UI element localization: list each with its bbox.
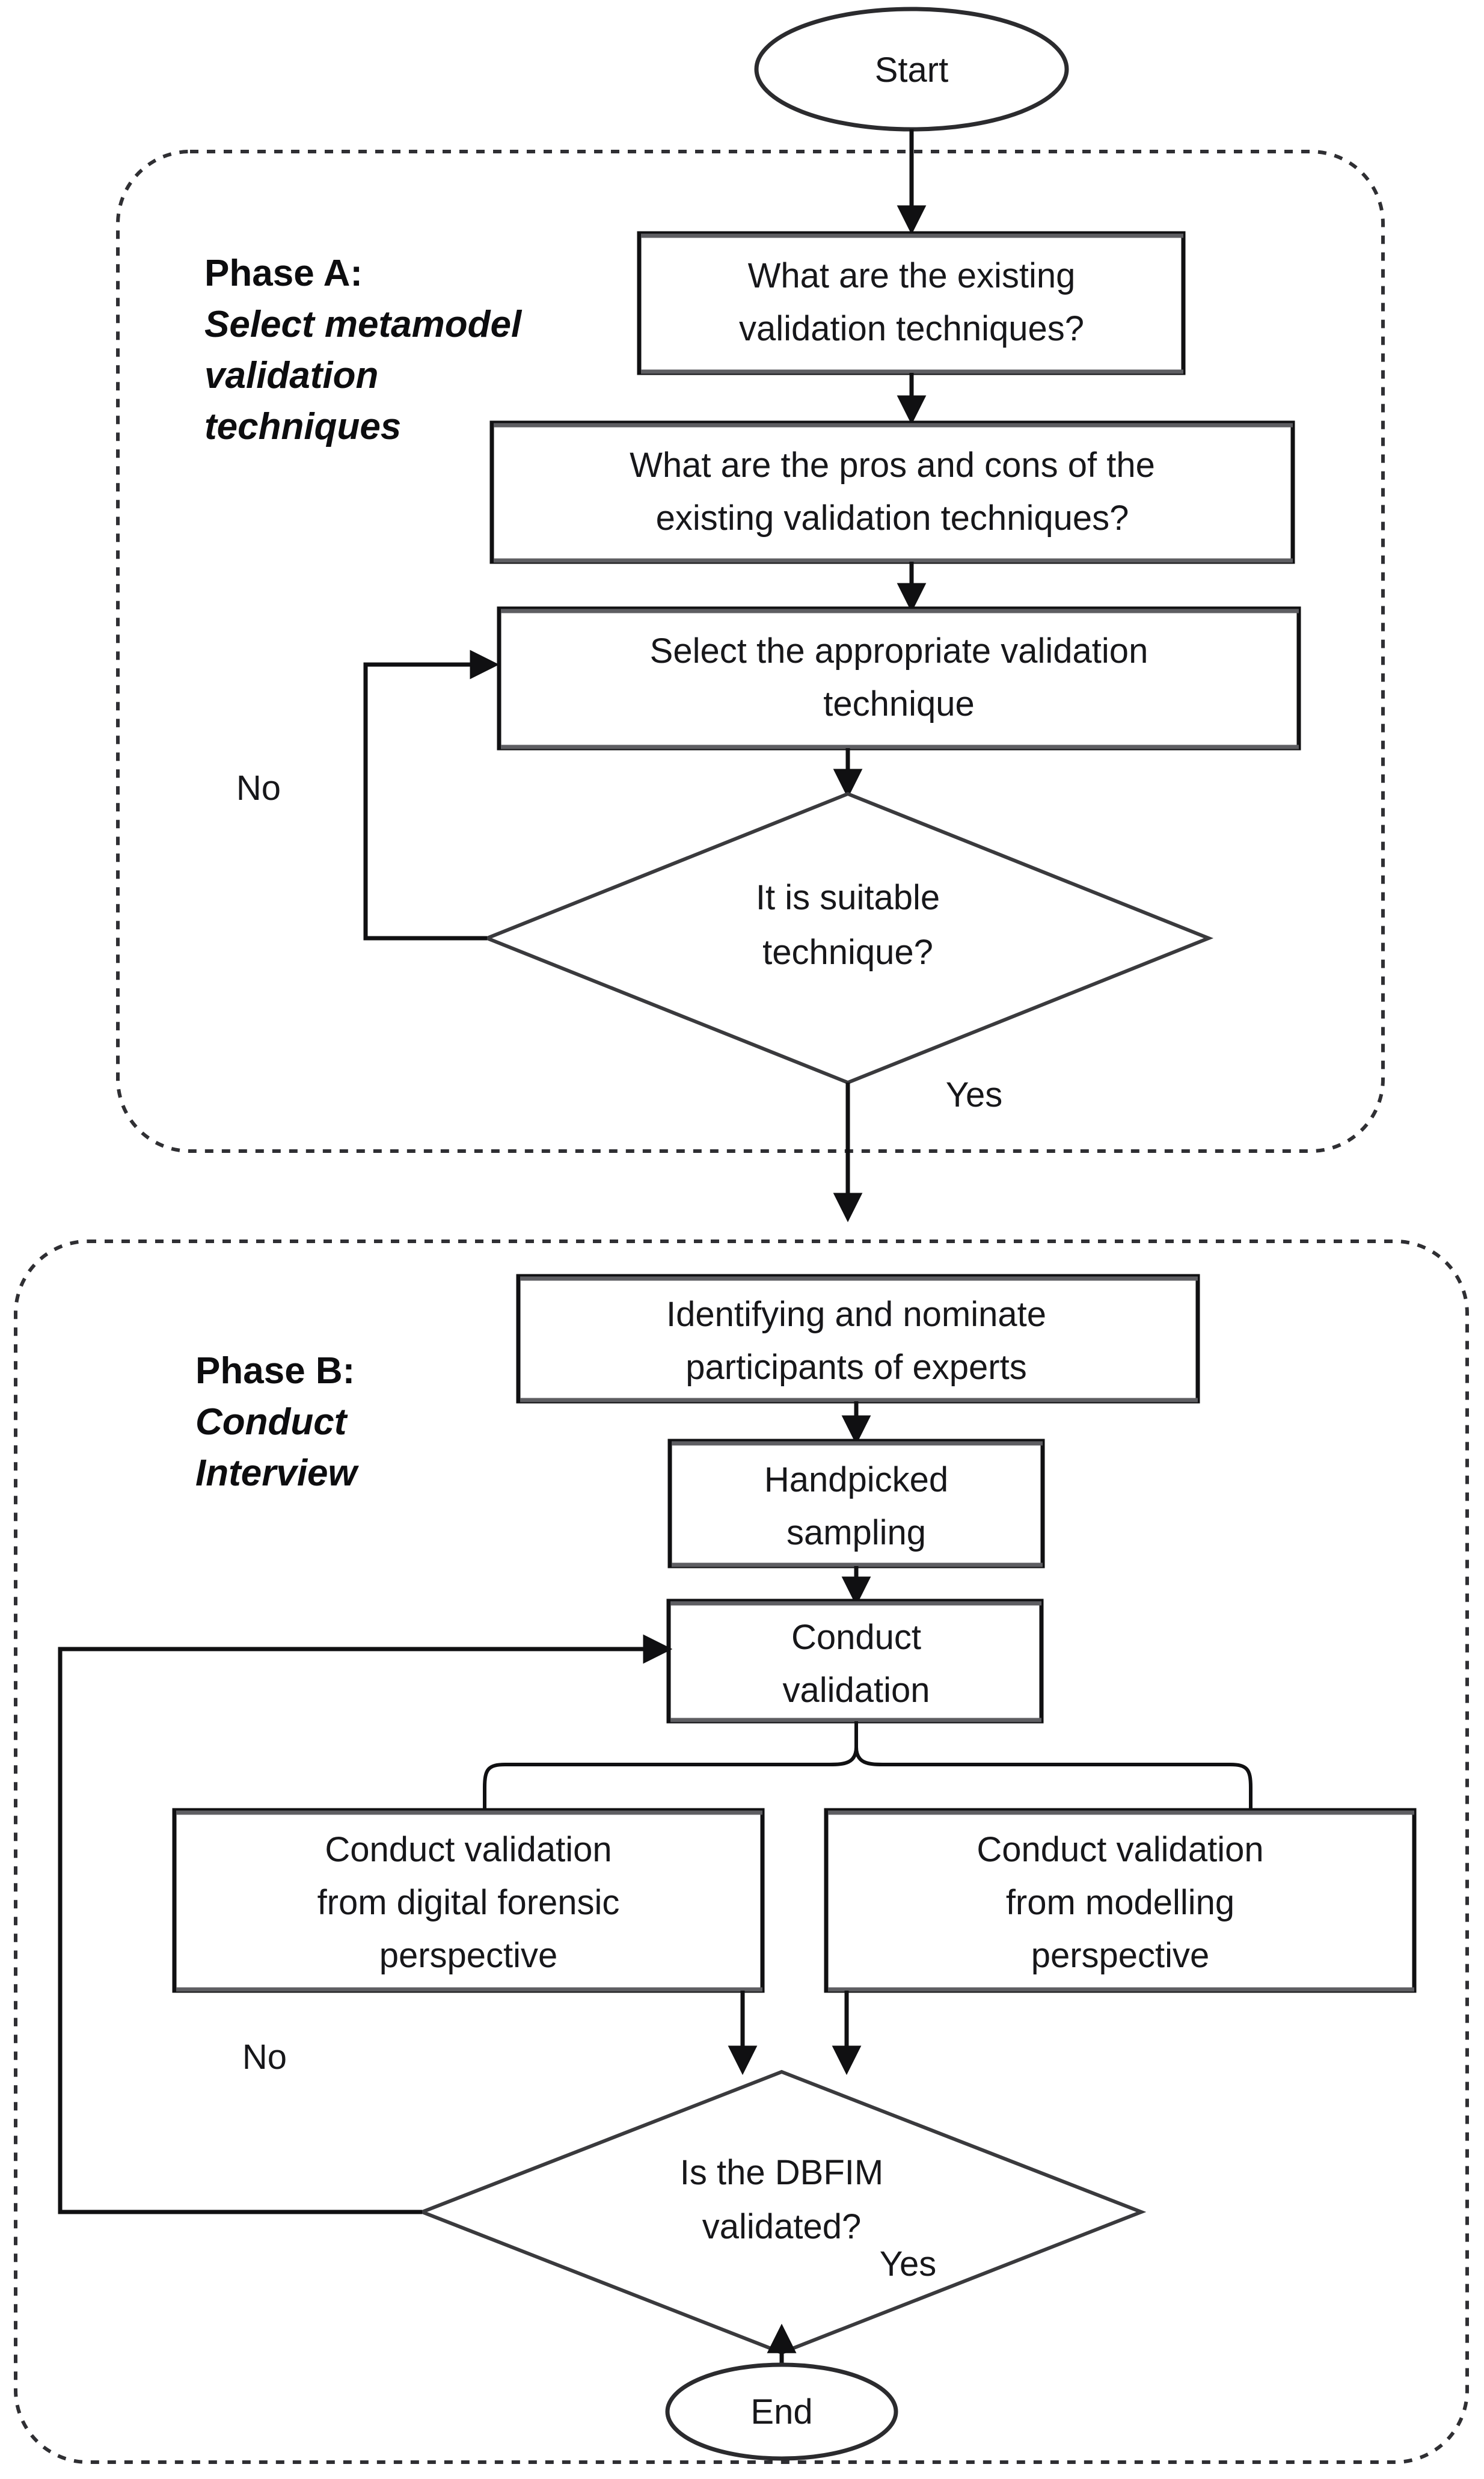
node-b4-line-2: from digital forensic xyxy=(317,1883,620,1922)
node-a4-line-2: technique? xyxy=(762,933,933,972)
phase-a-sub-line-3: techniques xyxy=(204,406,401,447)
node-b1-line-2: participants of experts xyxy=(685,1348,1026,1387)
node-b3-line-2: validation xyxy=(782,1671,930,1710)
phase-b-sub-line-2: Interview xyxy=(195,1452,360,1494)
node-b5-line-1: Conduct validation xyxy=(977,1830,1263,1869)
edge-a4-no-loop xyxy=(363,650,500,941)
node-b2-line-2: sampling xyxy=(786,1513,926,1552)
node-a1[interactable] xyxy=(637,231,1186,375)
start-node-label: Start xyxy=(875,51,949,90)
node-a3-line-1: Select the appropriate validation xyxy=(650,631,1148,671)
node-b6-line-2: validated? xyxy=(702,2207,861,2246)
node-b4-line-1: Conduct validation xyxy=(325,1830,612,1869)
node-b6-line-1: Is the DBFIM xyxy=(680,2153,883,2192)
node-b1[interactable] xyxy=(516,1274,1200,1404)
end-node[interactable] xyxy=(665,2362,898,2461)
node-a1-line-2: validation techniques? xyxy=(739,309,1084,348)
phase-a-container xyxy=(116,150,1385,1153)
phase-b-container xyxy=(14,1240,1469,2464)
node-a2[interactable] xyxy=(489,420,1295,564)
node-a1-line-1: What are the existing xyxy=(748,256,1076,295)
edge-label-b-no: No xyxy=(242,2038,287,2077)
node-b1-line-1: Identifying and nominate xyxy=(666,1295,1046,1334)
node-b2-line-1: Handpicked xyxy=(764,1460,948,1499)
node-a2-line-2: existing validation techniques? xyxy=(656,499,1129,538)
phase-a-heading: Phase A: xyxy=(204,253,363,294)
node-b4[interactable] xyxy=(172,1808,765,1993)
phase-b-sub-line-1: Conduct xyxy=(195,1401,348,1443)
node-b5[interactable] xyxy=(824,1808,1417,1993)
phase-a-sub-line-1: Select metamodel xyxy=(204,304,523,345)
node-a4-line-1: It is suitable xyxy=(756,878,940,917)
edge-label-b-yes: Yes xyxy=(880,2244,937,2284)
node-b3[interactable] xyxy=(666,1599,1044,1724)
node-b5-line-2: from modelling xyxy=(1006,1883,1234,1922)
edge-b3-split-brace xyxy=(483,1721,1253,1810)
node-b5-line-3: perspective xyxy=(1031,1936,1210,1975)
node-b4-line-3: perspective xyxy=(379,1936,558,1975)
node-b3-line-1: Conduct xyxy=(791,1618,921,1657)
phase-a-sub-line-2: validation xyxy=(204,355,378,396)
node-a3[interactable] xyxy=(497,606,1301,751)
node-a2-line-1: What are the pros and cons of the xyxy=(630,446,1155,485)
end-node-label: End xyxy=(750,2392,812,2431)
node-a3-line-2: technique xyxy=(823,684,975,723)
edge-label-a-no: No xyxy=(236,769,281,808)
edge-label-a-yes: Yes xyxy=(946,1075,1003,1114)
node-b2[interactable] xyxy=(667,1439,1045,1568)
edge-b6-no-loop xyxy=(58,1634,673,2214)
phase-b-heading: Phase B: xyxy=(195,1350,355,1392)
